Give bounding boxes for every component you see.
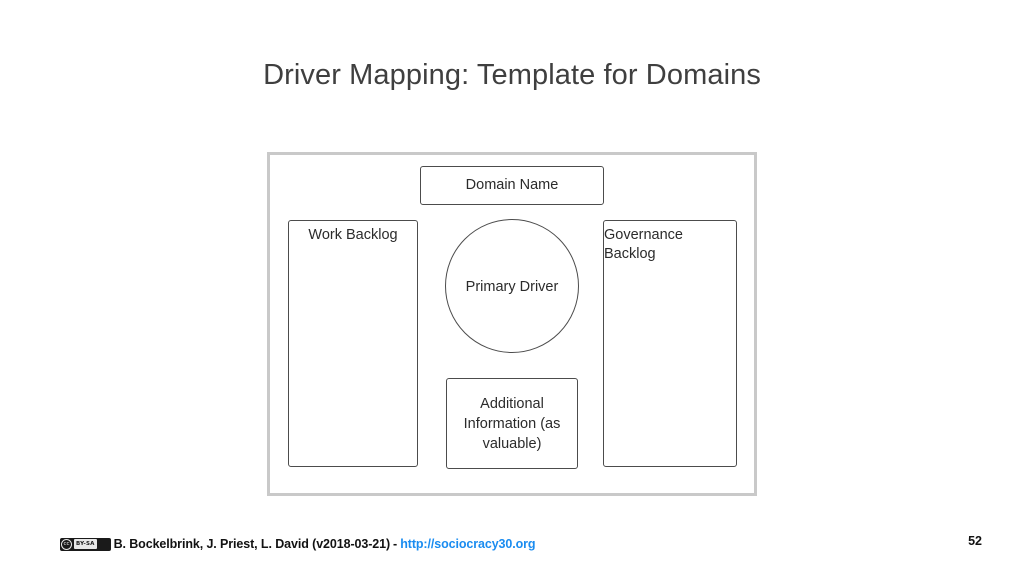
cc-mark-icon: cc (61, 538, 72, 550)
domain-name-label: Domain Name (465, 177, 559, 193)
slide-title: Driver Mapping: Template for Domains (263, 59, 761, 91)
additional-information-label: Additional Information (as valuable) (463, 395, 561, 452)
additional-information-box: Additional Information (as valuable) (446, 378, 578, 469)
governance-backlog-box: Governance Backlog (603, 220, 737, 467)
page-number: 52 (968, 534, 982, 548)
primary-driver-circle: Primary Driver (445, 219, 579, 353)
footer-authors-label: B. Bockelbrink, J. Priest, L. David (v20… (113, 537, 391, 551)
slide-footer: cc BY-SA B. Bockelbrink, J. Priest, L. D… (0, 533, 1024, 559)
footer-website-link[interactable]: http://sociocracy30.org (400, 537, 536, 551)
creative-commons-by-sa-icon: cc BY-SA (60, 537, 111, 551)
cc-terms-label: BY-SA (74, 539, 97, 549)
footer-separator: - (393, 537, 398, 551)
footer-attribution-group: cc BY-SA B. Bockelbrink, J. Priest, L. D… (60, 533, 536, 555)
work-backlog-box: Work Backlog (288, 220, 418, 467)
primary-driver-label: Primary Driver (465, 279, 559, 295)
work-backlog-label: Work Backlog (308, 227, 398, 243)
governance-backlog-label: Governance Backlog (604, 227, 683, 262)
domain-name-box: Domain Name (420, 166, 604, 205)
